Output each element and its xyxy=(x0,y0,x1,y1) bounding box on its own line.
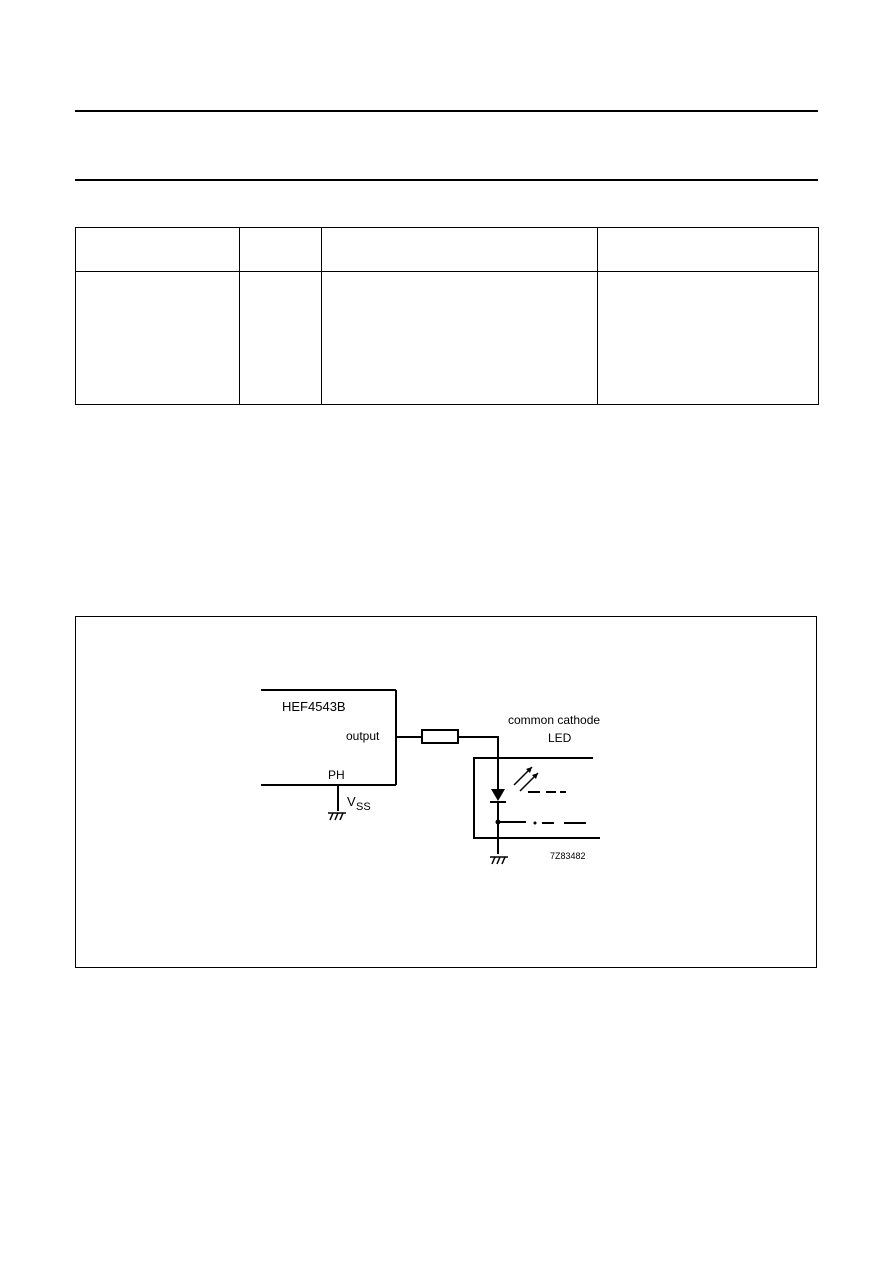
vss-label-subscript: SS xyxy=(356,801,371,813)
table-cell xyxy=(597,271,819,405)
circuit-diagram: HEF4543B output PH V SS common cathode L… xyxy=(261,689,600,865)
table-row xyxy=(75,271,819,405)
junction-dot xyxy=(533,821,537,825)
table-header-cell xyxy=(321,227,598,272)
second-rule xyxy=(75,179,818,181)
ground-icon xyxy=(328,812,346,821)
vss-label: V xyxy=(347,794,356,809)
ic-name-label: HEF4543B xyxy=(282,699,346,714)
table-header-cell xyxy=(239,227,322,272)
led-feed-wire xyxy=(458,736,499,790)
figure-code-label: 7Z83482 xyxy=(550,851,586,861)
arrowhead xyxy=(526,767,532,773)
ground-icon xyxy=(490,856,508,865)
ph-label: PH xyxy=(328,768,345,782)
top-rule xyxy=(75,110,818,112)
table-cell xyxy=(75,271,240,405)
table-header-cell xyxy=(75,227,240,272)
table-header-cell xyxy=(597,227,819,272)
table-header-row xyxy=(75,227,819,272)
led-bracket xyxy=(473,757,600,839)
junction-dot xyxy=(495,819,501,825)
output-label: output xyxy=(346,729,380,743)
led-type-label: common cathode xyxy=(508,713,600,727)
table-cell xyxy=(239,271,322,405)
table-cell xyxy=(321,271,598,405)
resistor xyxy=(421,729,459,744)
led-diode-icon xyxy=(491,789,505,801)
circuit-figure: HEF4543B output PH V SS common cathode L… xyxy=(75,616,817,968)
led-label: LED xyxy=(548,731,572,745)
arrowhead xyxy=(532,773,538,779)
data-table xyxy=(75,227,819,405)
